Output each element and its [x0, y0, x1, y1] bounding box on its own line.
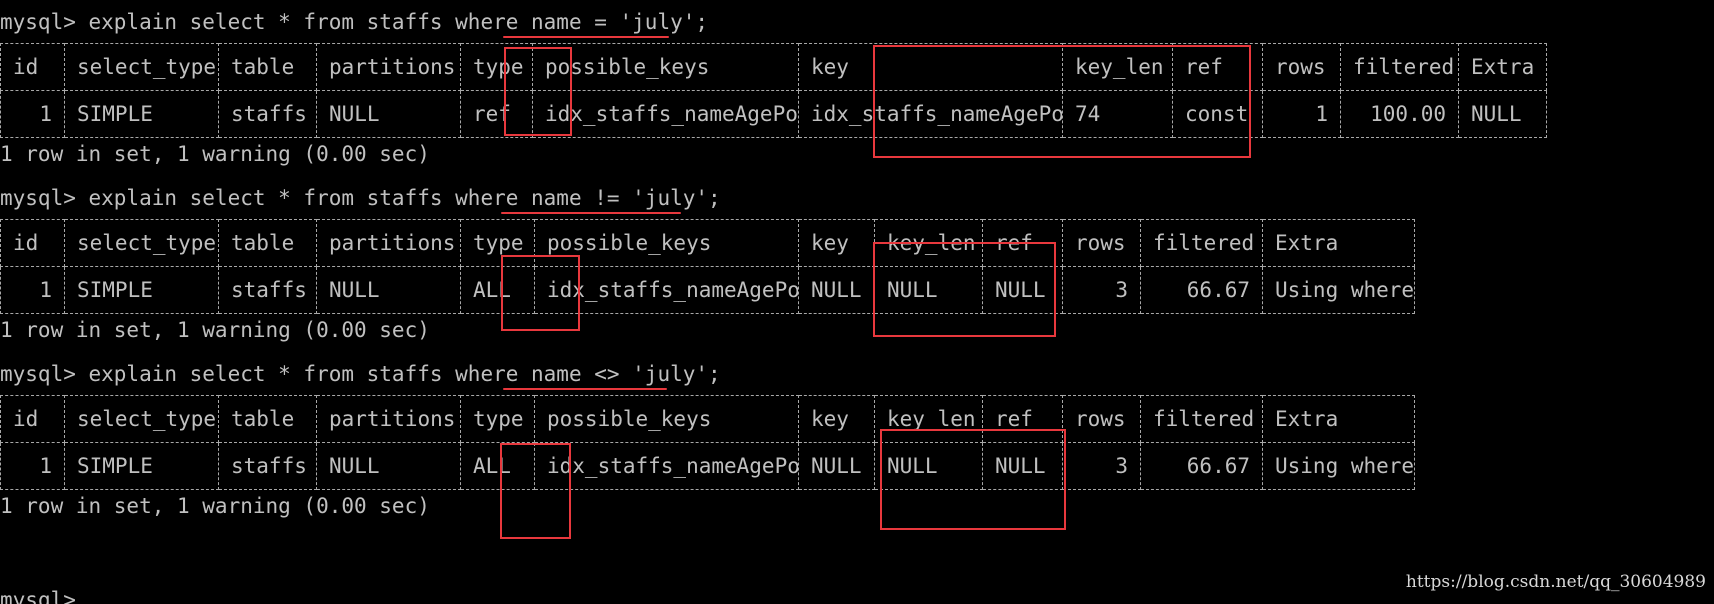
annotation-box — [880, 429, 1066, 530]
column-header: rows — [1062, 395, 1141, 443]
column-header: Extra — [1262, 219, 1415, 267]
column-header: key_len — [1062, 43, 1173, 91]
table-cell: 66.67 — [1140, 442, 1263, 490]
table-cell: 1 — [1262, 90, 1341, 138]
annotation-underline — [501, 212, 681, 214]
table-cell: ALL — [460, 266, 535, 314]
column-header: select_type — [64, 219, 219, 267]
table-cell: idx_staffs_nameAgePos — [534, 442, 799, 490]
column-header: select_type — [64, 43, 219, 91]
table-cell: NULL — [316, 90, 461, 138]
column-header: key — [798, 219, 875, 267]
column-header: type — [460, 43, 533, 91]
column-header: filtered — [1340, 43, 1459, 91]
column-header: key — [798, 395, 875, 443]
table-cell: SIMPLE — [64, 90, 219, 138]
table-cell: NULL — [798, 442, 875, 490]
column-header: rows — [1262, 43, 1341, 91]
column-header: partitions — [316, 395, 461, 443]
result-summary: 1 row in set, 1 warning (0.00 sec) — [0, 494, 430, 518]
table-cell: 3 — [1062, 266, 1141, 314]
table-row: 1 SIMPLE staffs NULL ref idx_staffs_name… — [0, 90, 1547, 138]
table-cell: SIMPLE — [64, 442, 219, 490]
command-line[interactable]: mysql> — [0, 585, 76, 604]
command-line: mysql> explain select * from staffs wher… — [0, 7, 708, 37]
annotation-box — [500, 443, 571, 539]
table-cell: 66.67 — [1140, 266, 1263, 314]
table-cell: ref — [460, 90, 533, 138]
table-cell: 100.00 — [1340, 90, 1459, 138]
annotation-box — [873, 242, 1056, 337]
table-cell: 3 — [1062, 442, 1141, 490]
column-header: possible_keys — [534, 395, 799, 443]
table-cell: staffs — [218, 266, 317, 314]
column-header: key — [798, 43, 1063, 91]
table-cell: NULL — [798, 266, 875, 314]
table-cell: const — [1172, 90, 1263, 138]
table-cell: idx_staffs_nameAgePos — [532, 90, 799, 138]
table-row: 1 SIMPLE staffs NULL ALL idx_staffs_name… — [0, 266, 1415, 314]
table-cell: SIMPLE — [64, 266, 219, 314]
table-cell: idx_staffs_nameAgePos — [798, 90, 1063, 138]
prompt: mysql> — [0, 588, 76, 604]
table-cell: NULL — [316, 266, 461, 314]
table-header-row: id select_type table partitions type pos… — [0, 395, 1415, 443]
table-cell: NULL — [1458, 90, 1547, 138]
column-header: possible_keys — [532, 43, 799, 91]
column-header: Extra — [1262, 395, 1415, 443]
explain-result-table: id select_type table partitions type pos… — [0, 43, 1547, 138]
column-header: type — [460, 219, 535, 267]
column-header: id — [0, 219, 65, 267]
result-summary: 1 row in set, 1 warning (0.00 sec) — [0, 318, 430, 342]
watermark: https://blog.csdn.net/qq_30604989 — [1405, 572, 1706, 592]
column-header: partitions — [316, 43, 461, 91]
table-cell: 1 — [0, 266, 65, 314]
column-header: type — [460, 395, 535, 443]
table-cell: staffs — [218, 442, 317, 490]
sql-command: explain select * from staffs where name … — [75, 362, 721, 386]
sql-command: explain select * from staffs where name … — [75, 186, 721, 210]
table-cell: 1 — [0, 442, 65, 490]
table-cell: NULL — [874, 442, 983, 490]
annotation-box — [873, 45, 1251, 158]
column-header: filtered — [1140, 219, 1263, 267]
table-cell: 1 — [0, 90, 65, 138]
table-cell: Using where — [1262, 266, 1415, 314]
command-line: mysql> explain select * from staffs wher… — [0, 183, 721, 213]
column-header: id — [0, 395, 65, 443]
column-header: table — [218, 395, 317, 443]
table-cell: NULL — [316, 442, 461, 490]
column-header: partitions — [316, 219, 461, 267]
result-summary: 1 row in set, 1 warning (0.00 sec) — [0, 142, 430, 166]
explain-result-table: id select_type table partitions type pos… — [0, 395, 1415, 490]
annotation-box — [504, 47, 572, 136]
column-header: id — [0, 43, 65, 91]
prompt: mysql> — [0, 10, 76, 34]
annotation-underline — [503, 388, 667, 390]
column-header: rows — [1062, 219, 1141, 267]
column-header: Extra — [1458, 43, 1547, 91]
table-cell: 74 — [1062, 90, 1173, 138]
table-cell: NULL — [982, 266, 1063, 314]
column-header: table — [218, 43, 317, 91]
explain-result-table: id select_type table partitions type pos… — [0, 219, 1415, 314]
prompt: mysql> — [0, 186, 76, 210]
prompt: mysql> — [0, 362, 76, 386]
column-header: table — [218, 219, 317, 267]
table-cell: Using where — [1262, 442, 1415, 490]
column-header: key_len — [874, 395, 983, 443]
command-line: mysql> explain select * from staffs wher… — [0, 359, 721, 389]
column-header: filtered — [1140, 395, 1263, 443]
annotation-box — [501, 255, 580, 331]
table-cell: staffs — [218, 90, 317, 138]
table-header-row: id select_type table partitions type pos… — [0, 219, 1415, 267]
annotation-underline — [503, 36, 669, 38]
sql-command: explain select * from staffs where name … — [75, 10, 709, 34]
table-row: 1 SIMPLE staffs NULL ALL idx_staffs_name… — [0, 442, 1415, 490]
table-header-row: id select_type table partitions type pos… — [0, 43, 1547, 91]
column-header: select_type — [64, 395, 219, 443]
column-header: ref — [982, 395, 1063, 443]
